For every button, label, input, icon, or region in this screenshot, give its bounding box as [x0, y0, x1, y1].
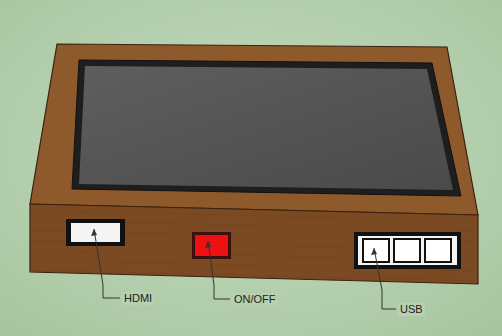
port-label: HDMI	[122, 292, 154, 305]
leader-line	[94, 229, 120, 298]
hdmi-port-frame	[66, 219, 125, 246]
screen-frame	[72, 60, 461, 196]
port-label: USB	[398, 303, 425, 316]
wood-grain	[32, 211, 476, 282]
power-switch	[195, 235, 228, 256]
usb-port	[394, 239, 420, 262]
screen	[79, 66, 453, 190]
leader-line	[208, 241, 230, 299]
leader-tip	[91, 229, 97, 236]
usb-panel	[354, 232, 461, 269]
grain-line	[32, 271, 476, 282]
usb-panel-face	[358, 236, 457, 265]
box-front	[30, 204, 478, 284]
switch-frame	[192, 232, 231, 259]
box-top	[30, 44, 478, 215]
usb-port	[425, 239, 451, 262]
port-label: ON/OFF	[232, 293, 278, 306]
leader-tip	[371, 248, 377, 255]
leader-tip	[205, 241, 211, 248]
leader-line	[374, 248, 396, 309]
